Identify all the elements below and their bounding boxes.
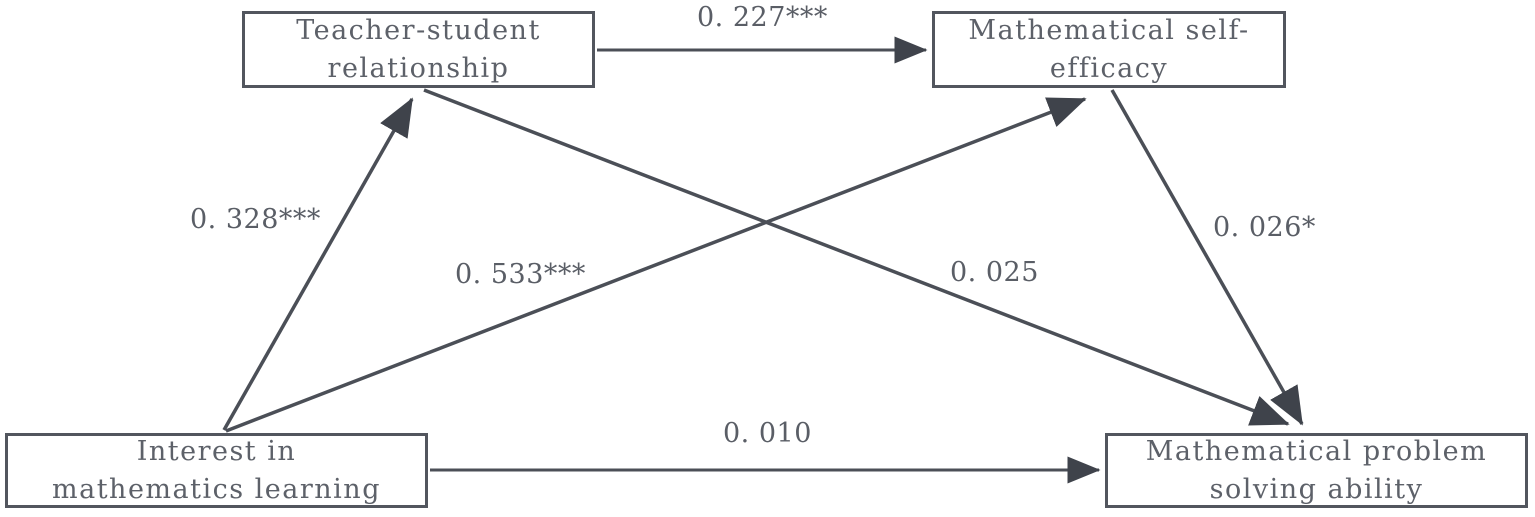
node-label-teacher-student-relationship: Teacher-student relationship xyxy=(296,15,541,84)
node-mathematical-self-efficacy[interactable]: Mathematical self- efficacy xyxy=(932,11,1286,88)
arrow-interest-to-tsr xyxy=(222,97,414,431)
node-label-mathematical-self-efficacy: Mathematical self- efficacy xyxy=(968,15,1250,84)
node-label-mathematical-problem-solving-ability: Mathematical problem solving ability xyxy=(1145,436,1488,505)
edge-label-interest-to-mse: 0. 533*** xyxy=(455,259,586,290)
node-interest-in-mathematics-learning[interactable]: Interest in mathematics learning xyxy=(5,433,428,508)
edge-label-mse-to-mpsa: 0. 026* xyxy=(1213,212,1316,243)
arrow-interest-to-mse xyxy=(225,97,1087,433)
edge-label-tsr-to-mse: 0. 227*** xyxy=(697,2,828,33)
edge-label-interest-to-mpsa: 0. 010 xyxy=(723,418,812,449)
node-teacher-student-relationship[interactable]: Teacher-student relationship xyxy=(242,11,595,88)
edge-label-tsr-to-mpsa: 0. 025 xyxy=(950,257,1039,288)
arrow-mse-to-mpsa xyxy=(1110,89,1304,426)
node-label-interest-in-mathematics-learning: Interest in mathematics learning xyxy=(52,436,381,505)
node-mathematical-problem-solving-ability[interactable]: Mathematical problem solving ability xyxy=(1105,433,1528,508)
arrow-tsr-to-mpsa xyxy=(423,88,1290,426)
edge-label-interest-to-tsr: 0. 328*** xyxy=(190,204,321,235)
